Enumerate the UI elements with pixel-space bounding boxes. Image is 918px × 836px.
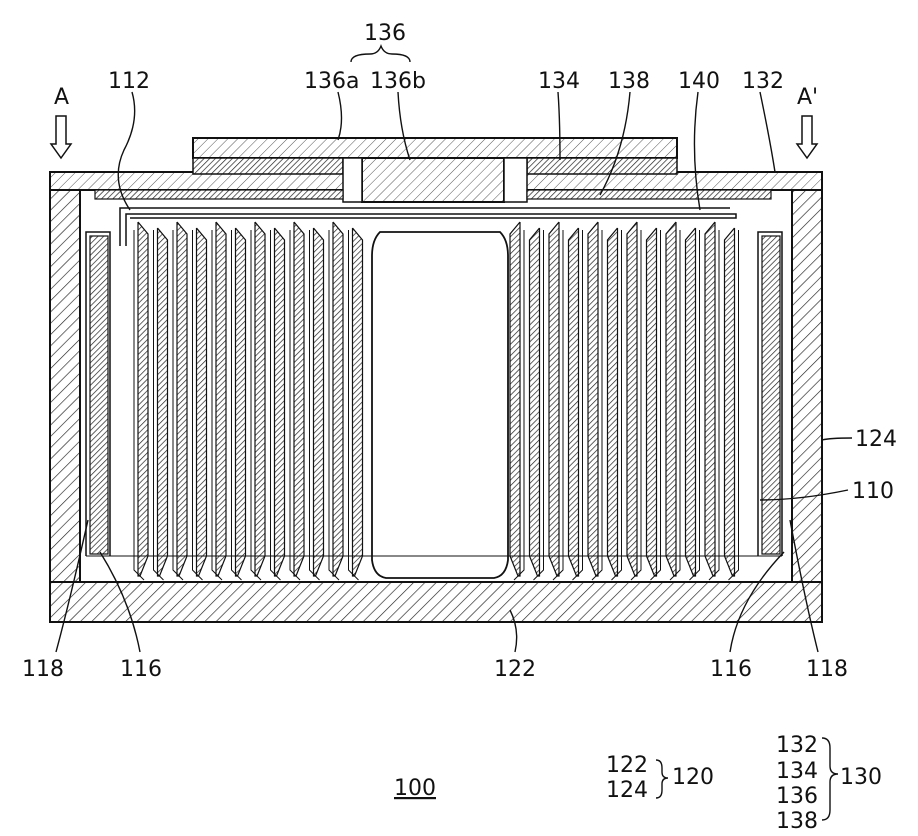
label-116-left: 116 xyxy=(120,657,162,682)
legend-member: 122 xyxy=(606,753,648,778)
electrode-fin xyxy=(686,228,696,576)
legend-group-130: 132 134 136 138 130 xyxy=(776,733,882,834)
electrode-fin xyxy=(353,228,363,576)
electrode-fin xyxy=(510,222,520,576)
electrode-fin xyxy=(177,222,187,576)
electrode-fin xyxy=(197,228,207,576)
label-118-right: 118 xyxy=(806,657,848,682)
insulator-134-right xyxy=(527,158,677,174)
gasket-138-right xyxy=(527,190,771,199)
electrode-fin xyxy=(705,222,715,576)
label-110: 110 xyxy=(852,479,894,504)
outer-electrode xyxy=(762,236,780,554)
case-inner-bottom-line xyxy=(80,582,792,583)
legend-member: 134 xyxy=(776,759,818,784)
label-138: 138 xyxy=(608,69,650,94)
label-112: 112 xyxy=(108,69,150,94)
electrode-fin xyxy=(569,228,579,576)
label-116-right: 116 xyxy=(710,657,752,682)
electrode-fin xyxy=(627,222,637,576)
legend-member: 136 xyxy=(776,784,818,809)
section-arrow-a-prime xyxy=(797,116,817,158)
label-a-prime: A' xyxy=(797,85,818,110)
legend-group-name: 120 xyxy=(672,765,714,790)
terminal-plate-136a xyxy=(193,138,677,158)
electrode-fin xyxy=(530,228,540,576)
electrode-fin xyxy=(294,222,304,576)
label-122: 122 xyxy=(494,657,536,682)
electrode-fin xyxy=(275,228,285,576)
terminal-rivet-136b xyxy=(362,158,504,202)
legend-member: 132 xyxy=(776,733,818,758)
label-136a: 136a xyxy=(304,69,359,94)
section-arrow-a xyxy=(51,116,71,158)
electrode-fin xyxy=(236,228,246,576)
electrode-fin xyxy=(216,222,226,576)
center-hollow xyxy=(372,232,508,578)
insulator-134-left xyxy=(193,158,343,174)
label-132: 132 xyxy=(742,69,784,94)
label-140: 140 xyxy=(678,69,720,94)
legend-group-name: 130 xyxy=(840,765,882,790)
electrode-fin xyxy=(158,228,168,576)
label-a: A xyxy=(54,85,69,110)
electrode-assembly-110 xyxy=(86,222,782,580)
terminal-gap-left xyxy=(343,158,362,202)
electrode-fin xyxy=(588,222,598,576)
label-136: 136 xyxy=(364,21,406,46)
electrode-fin xyxy=(725,228,735,576)
label-100: 100 xyxy=(394,776,436,801)
outer-electrode xyxy=(90,236,108,554)
electrode-fin xyxy=(666,222,676,576)
electrode-fin xyxy=(608,228,618,576)
electrode-fin xyxy=(549,222,559,576)
label-118-left: 118 xyxy=(22,657,64,682)
legend-member: 138 xyxy=(776,809,818,834)
electrode-fin xyxy=(647,228,657,576)
electrode-fin xyxy=(314,228,324,576)
case-bottom-122 xyxy=(50,582,822,622)
label-134: 134 xyxy=(538,69,580,94)
label-136b: 136b xyxy=(370,69,426,94)
label-124: 124 xyxy=(855,427,897,452)
electrode-fin xyxy=(138,222,148,576)
electrode-fin xyxy=(255,222,265,576)
gasket-138-left xyxy=(95,190,343,199)
legend-member: 124 xyxy=(606,778,648,803)
electrode-fin xyxy=(333,222,343,576)
terminal-gap-right xyxy=(504,158,527,202)
